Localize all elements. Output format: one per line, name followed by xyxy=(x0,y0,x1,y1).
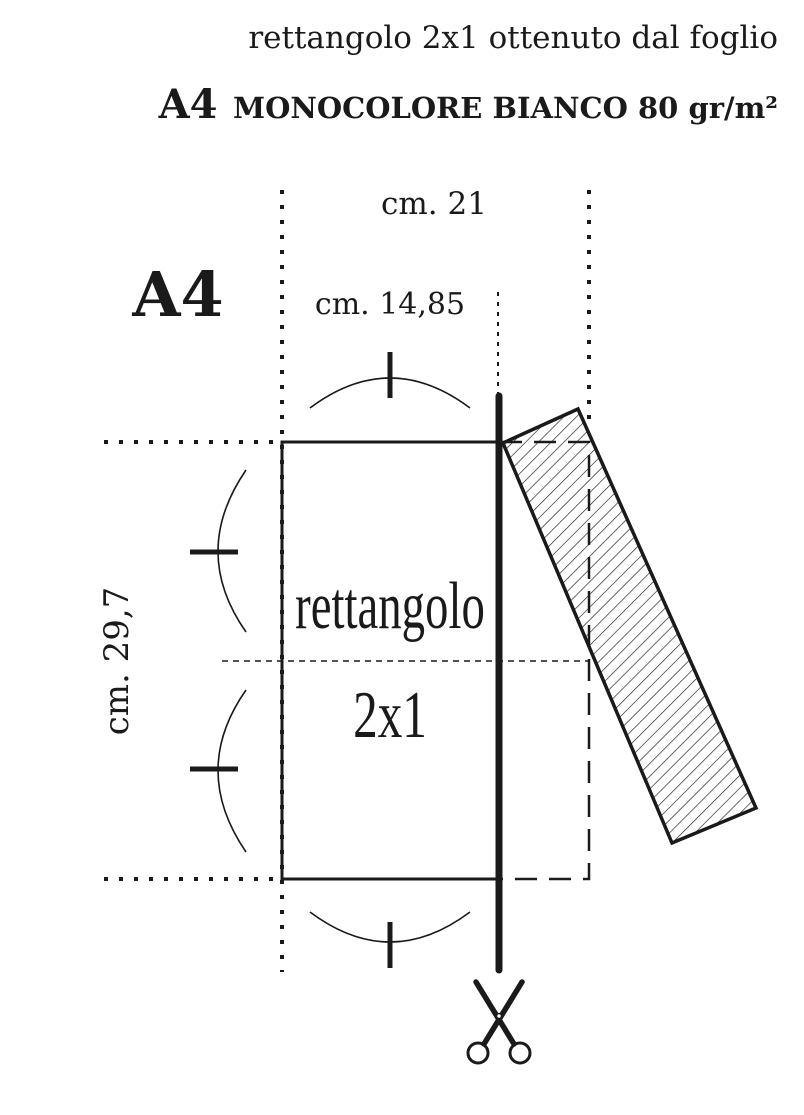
width-label: cm. 21 xyxy=(381,186,487,222)
header-paper-spec: MONOCOLORE BIANCO 80 gr/m² xyxy=(233,91,778,125)
sheet-remainder-outline xyxy=(500,440,591,881)
header-line-2: A4 MONOCOLORE BIANCO 80 gr/m² xyxy=(158,81,778,128)
height-label: cm. 29,7 xyxy=(97,587,137,736)
half-width-label: cm. 14,85 xyxy=(315,287,465,322)
scissors-icon xyxy=(466,979,532,1065)
header-line-1: rettangolo 2x1 ottenuto dal foglio xyxy=(248,20,778,56)
rect-label-line-1: rettangolo xyxy=(295,568,485,643)
header-a4-label: A4 xyxy=(158,81,218,128)
rect-label-line-2: 2x1 xyxy=(353,678,427,752)
sheet-label: A4 xyxy=(131,258,223,331)
offcut-strip xyxy=(500,406,759,846)
